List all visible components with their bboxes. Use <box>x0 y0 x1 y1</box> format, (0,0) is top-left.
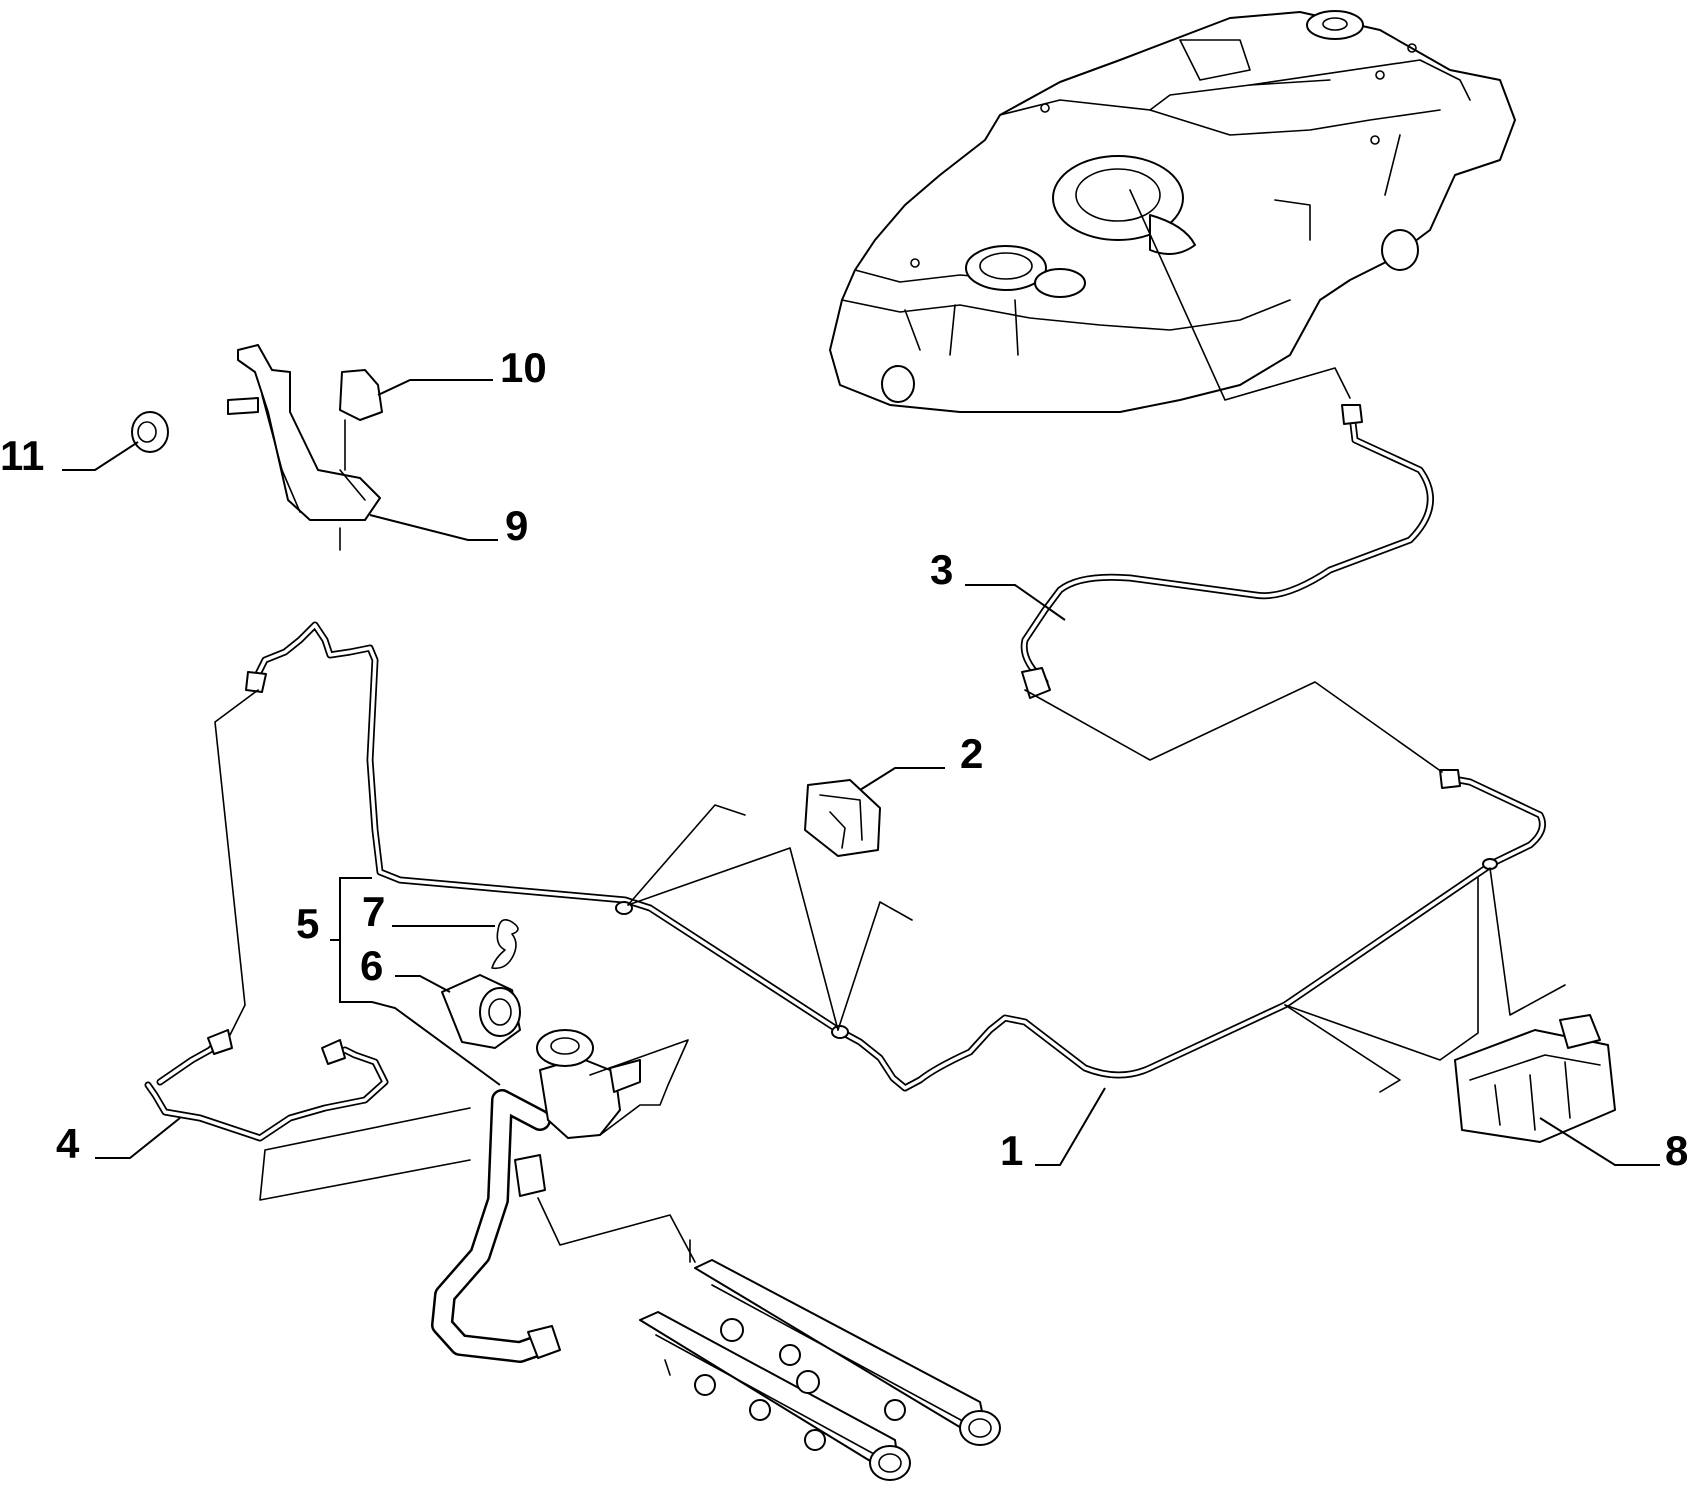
valve-bracket-leader <box>589 1039 689 1136</box>
pipe-4-connection-leader <box>214 689 259 1036</box>
callout-8-label: 8 <box>1665 1127 1688 1174</box>
callout-6-label: 6 <box>360 942 383 989</box>
callout-2-label: 2 <box>960 730 983 777</box>
callout-1-label: 1 <box>1000 1127 1023 1174</box>
callout-9: 9 <box>369 502 528 549</box>
callout-10: 10 <box>377 344 547 396</box>
fuel-tank <box>829 10 1516 413</box>
callout-11: 11 <box>0 432 139 479</box>
callout-3: 3 <box>930 546 1066 621</box>
fuel-pipe-3 <box>1020 404 1434 699</box>
fuel-pipe-1 <box>245 621 1546 1092</box>
callout-10-label: 10 <box>500 344 547 391</box>
callout-5-label: 5 <box>296 900 319 947</box>
part-8-multi-clip <box>1454 1014 1616 1143</box>
group-5-leader <box>371 1001 501 1086</box>
callout-5: 5 <box>296 900 319 947</box>
tank-outlet-leader <box>1129 189 1351 401</box>
callout-7: 7 <box>362 888 495 935</box>
callout-3-label: 3 <box>930 546 953 593</box>
callout-11-label: 11 <box>0 432 44 479</box>
fuel-hose-assembly <box>431 1029 641 1363</box>
callout-8: 8 <box>1539 1117 1688 1174</box>
callout-6: 6 <box>360 942 451 993</box>
group-5-bracket <box>330 877 372 1003</box>
callout-1: 1 <box>1000 1087 1106 1174</box>
callout-2: 2 <box>859 730 983 791</box>
callout-4: 4 <box>56 1117 181 1167</box>
fuel-pipe-4 <box>144 1029 389 1142</box>
part-2-clip <box>804 779 881 857</box>
callout-7-label: 7 <box>362 888 385 935</box>
part-6-damper <box>441 974 521 1049</box>
hose-to-rail-leader <box>537 1197 696 1263</box>
injector-rails <box>639 1239 1001 1481</box>
callout-9-label: 9 <box>505 502 528 549</box>
pipe-4-bracket-leader <box>259 1107 471 1201</box>
callout-4-label: 4 <box>56 1120 80 1167</box>
parts-9-10-11-bracket <box>131 344 383 551</box>
clip-leaders <box>627 681 1566 1093</box>
part-7-spring-clip <box>491 919 519 970</box>
